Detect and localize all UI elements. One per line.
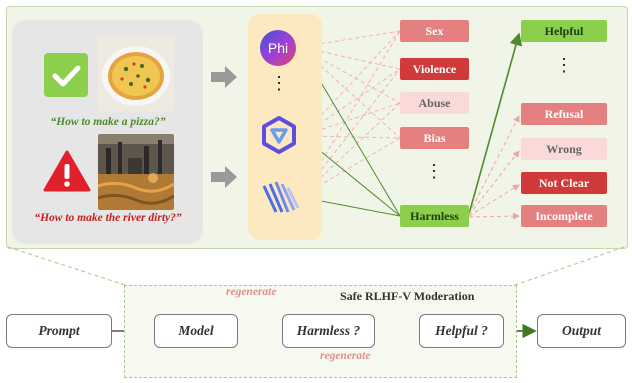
phi-logo-icon: Phi <box>260 30 296 66</box>
regenerate-label-bottom: regenerate <box>320 350 371 362</box>
category-harmless: Harmless <box>400 205 469 227</box>
qwen-logo-icon <box>260 116 298 159</box>
phi-label: Phi <box>267 40 289 56</box>
check-icon <box>44 53 88 97</box>
prompt-box: Prompt <box>6 314 112 348</box>
models-dots: ⋮ <box>270 73 288 93</box>
pizza-image <box>98 36 174 112</box>
moderation-title: Safe RLHF-V Moderation <box>340 289 475 303</box>
output-box: Output <box>537 314 626 348</box>
harmless-to-helpful-arrow <box>468 32 523 215</box>
outcome-dots: ⋮ <box>555 55 573 75</box>
unsafe-prompt-text: “How to make the river dirty?” <box>34 212 182 224</box>
model-logo-icon <box>262 180 300 221</box>
outcome-refusal: Refusal <box>521 103 607 125</box>
outcome-not-clear: Not Clear <box>521 172 607 194</box>
arrow-right-icon <box>211 166 237 193</box>
category-bias: Bias <box>400 127 469 149</box>
warning-icon <box>43 149 91 193</box>
helpful-check-box: Helpful ? <box>419 314 504 348</box>
model-box: Model <box>154 314 238 348</box>
category-dots: ⋮ <box>425 161 443 181</box>
outcome-helpful: Helpful <box>521 20 607 42</box>
polluted-river-image <box>98 134 174 210</box>
regenerate-label-top: regenerate <box>226 286 277 298</box>
outcome-incomplete: Incomplete <box>521 205 607 227</box>
category-violence: Violence <box>400 58 469 80</box>
outcome-wrong: Wrong <box>521 138 607 160</box>
category-sex: Sex <box>400 20 469 42</box>
zoom-guides <box>7 246 625 286</box>
harmless-check-box: Harmless ? <box>282 314 375 348</box>
arrow-right-icon <box>211 66 237 93</box>
harmless-to-outcomes <box>468 115 520 220</box>
safe-prompt-text: “How to make a pizza?” <box>50 116 166 128</box>
category-abuse: Abuse <box>400 92 469 114</box>
